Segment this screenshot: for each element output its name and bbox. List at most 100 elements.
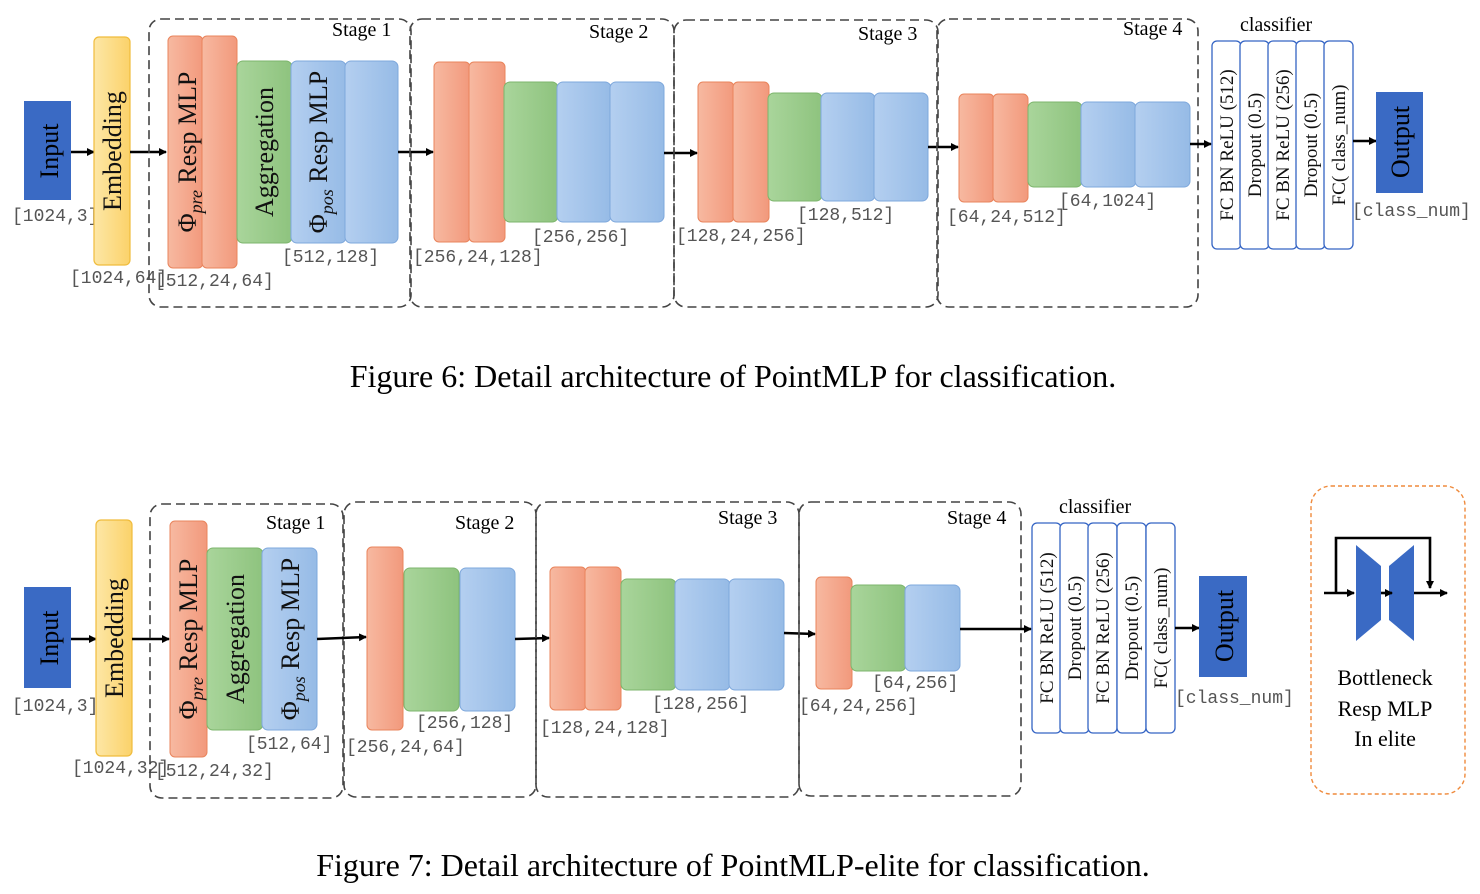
output-shape: [class_num] xyxy=(1175,689,1294,709)
shape-label: [64,24,256] xyxy=(799,697,918,717)
green-block xyxy=(767,92,823,202)
arrow xyxy=(514,634,550,643)
orange-block xyxy=(433,61,471,243)
embedding-label: Embedding xyxy=(100,578,129,698)
pre-resp-mlp-block xyxy=(201,35,238,269)
bottleneck-legend-box xyxy=(1310,485,1466,795)
output-shape: [class_num] xyxy=(1352,202,1471,222)
shape-label: [128,24,128] xyxy=(540,719,670,739)
output-label: Output xyxy=(1210,589,1239,662)
orange-block xyxy=(958,93,995,203)
figure-7: Input [1024,3] Embedding [1024,32] Stage… xyxy=(12,485,1466,883)
blue-block xyxy=(1134,101,1191,188)
orange-block xyxy=(815,576,853,690)
input-label: Input xyxy=(35,610,64,666)
blue-block xyxy=(459,567,516,712)
classifier-title: classifier xyxy=(1240,14,1313,36)
orange-block xyxy=(468,61,506,243)
output-block xyxy=(1199,576,1247,677)
orange-block xyxy=(992,93,1029,203)
stage-3-box xyxy=(673,19,939,308)
blue-block xyxy=(820,92,876,202)
classifier-title: classifier xyxy=(1059,496,1132,518)
pre-resp-mlp-label: Φpre Resp MLP xyxy=(174,559,207,720)
shape-label: [512,128] xyxy=(282,248,379,268)
classifier-layer-label: FC BN ReLU (256) xyxy=(1273,69,1294,220)
classifier-layer-label: Dropout (0.5) xyxy=(1301,93,1322,197)
green-block xyxy=(403,567,460,712)
classifier-layer-label: FC BN ReLU (512) xyxy=(1217,69,1238,220)
stage-3-label: Stage 3 xyxy=(718,507,777,529)
shape-label: [256,24,64] xyxy=(346,738,465,758)
classifier-layer-label: Dropout (0.5) xyxy=(1065,576,1086,680)
bottleneck-label-line: Bottleneck xyxy=(1337,665,1432,690)
pos-resp-mlp-block xyxy=(344,60,399,244)
classifier-layer-label: Dropout (0.5) xyxy=(1245,93,1266,197)
green-block xyxy=(850,584,907,672)
green-block xyxy=(620,578,677,691)
classifier-layer-label: Dropout (0.5) xyxy=(1122,576,1143,680)
bottleneck-icon xyxy=(1324,536,1448,641)
blue-block xyxy=(1080,101,1137,188)
shape-label: [256,128] xyxy=(416,714,513,734)
input-block xyxy=(24,587,71,688)
shape-label: [128,256] xyxy=(652,695,749,715)
blue-block xyxy=(556,81,612,223)
shape-label: [64,24,512] xyxy=(947,208,1066,228)
orange-block xyxy=(584,566,622,711)
shape-label: [128,24,256] xyxy=(676,227,806,247)
blue-block xyxy=(873,92,929,202)
embedding-shape: [1024,32] xyxy=(72,759,169,779)
blue-block xyxy=(674,578,731,691)
input-shape: [1024,3] xyxy=(12,207,98,227)
classifier-layer-label: FC( class_num) xyxy=(1329,85,1350,206)
classifier-layer-label: FC BN ReLU (256) xyxy=(1093,552,1114,703)
green-block xyxy=(503,81,559,223)
stage-2-label: Stage 2 xyxy=(589,21,648,43)
stage-4-box xyxy=(936,18,1199,308)
shape-label: [256,24,128] xyxy=(413,248,543,268)
stage-1-box xyxy=(149,503,344,799)
stage-1-label: Stage 1 xyxy=(332,19,391,41)
input-block xyxy=(24,101,71,200)
orange-block xyxy=(366,546,404,731)
blue-block xyxy=(728,578,785,691)
stage-1-box xyxy=(148,18,412,308)
shape-label: [128,512] xyxy=(797,206,894,226)
output-label: Output xyxy=(1386,105,1415,178)
orange-block xyxy=(732,81,770,223)
pos-resp-mlp-label: Φpos Resp MLP xyxy=(276,558,309,721)
bottleneck-label-line: Resp MLP xyxy=(1338,696,1433,721)
pos-resp-mlp-label: Φpos Resp MLP xyxy=(304,71,337,234)
aggregation-label: Aggregation xyxy=(221,574,250,704)
shape-label: [64,256] xyxy=(872,674,958,694)
shape-label: [64,1024] xyxy=(1059,192,1156,212)
embedding-shape: [1024,64] xyxy=(70,269,167,289)
input-label: Input xyxy=(35,123,64,179)
classifier-layer xyxy=(1323,40,1354,250)
output-block xyxy=(1376,92,1423,193)
stage-3-label: Stage 3 xyxy=(858,23,917,45)
blue-block xyxy=(609,81,665,223)
shape-label: [512,24,64] xyxy=(155,272,274,292)
figure-6-caption: Figure 6: Detail architecture of PointML… xyxy=(350,358,1117,394)
embedding-label: Embedding xyxy=(98,91,127,211)
classifier-stack: FC BN ReLU (512) Dropout (0.5) FC BN ReL… xyxy=(1211,40,1354,250)
classifier-layer-label: FC( class_num) xyxy=(1151,568,1172,689)
classifier-stack: FC BN ReLU (512) Dropout (0.5) FC BN ReL… xyxy=(1031,522,1176,734)
figure-7-caption: Figure 7: Detail architecture of PointML… xyxy=(316,847,1150,883)
blue-block xyxy=(904,584,961,672)
shape-label: [256,256] xyxy=(532,228,629,248)
arrow xyxy=(316,633,367,642)
shape-label: [512,64] xyxy=(246,735,332,755)
bottleneck-label-line: In elite xyxy=(1354,726,1416,751)
stage-4-label: Stage 4 xyxy=(1123,18,1182,40)
classifier-layer-label: FC BN ReLU (512) xyxy=(1037,552,1058,703)
figure-6: Input [1024,3] Embedding [1024,64] Stage… xyxy=(12,14,1471,394)
stage-4-box xyxy=(798,501,1022,797)
shape-label: [512,24,32] xyxy=(155,762,274,782)
orange-block xyxy=(697,81,735,223)
pre-resp-mlp-label: Φpre Resp MLP xyxy=(173,72,206,233)
stage-4-label: Stage 4 xyxy=(947,507,1006,529)
